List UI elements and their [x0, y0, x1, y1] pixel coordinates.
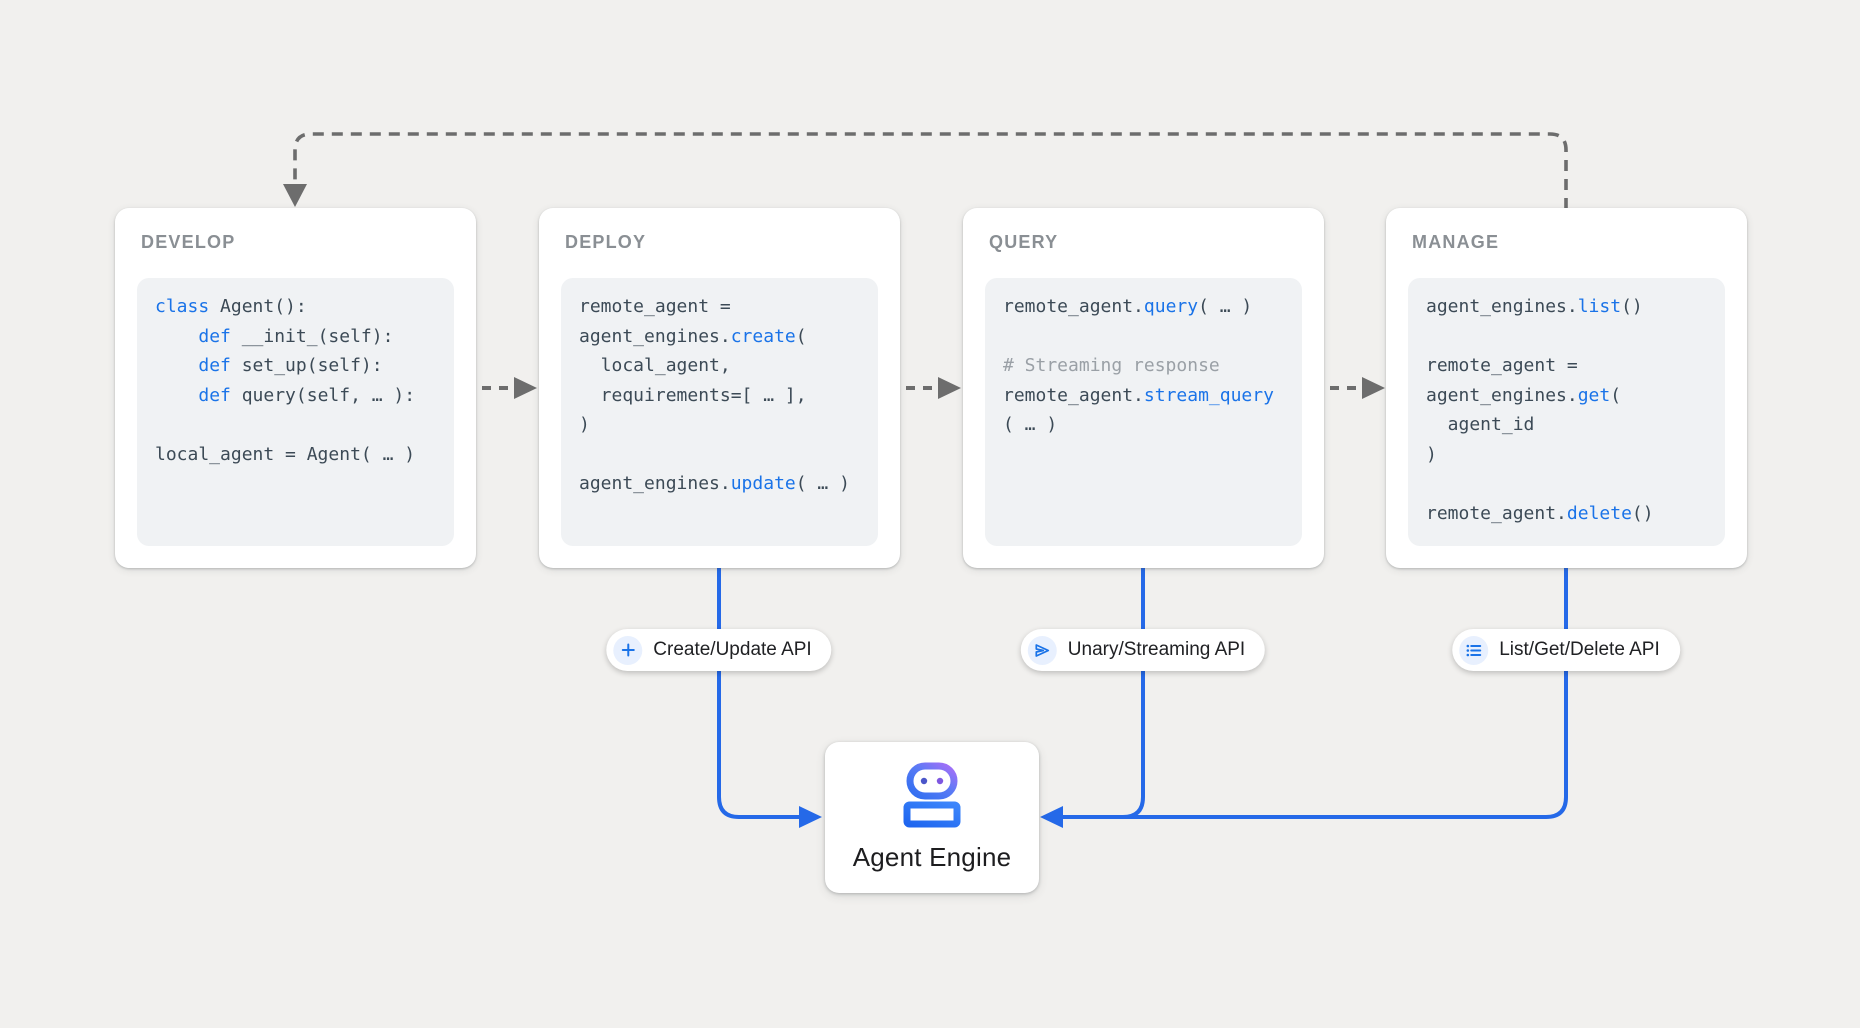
list-icon — [1459, 635, 1489, 665]
flow-arrow-deploy-query — [906, 377, 961, 399]
badge-create-update-api: Create/Update API — [606, 629, 832, 671]
code-line: agent_engines.get( — [1426, 384, 1622, 406]
engine-label: Agent Engine — [852, 842, 1012, 872]
code-line — [1426, 469, 1707, 499]
badge-label: Create/Update API — [653, 639, 812, 660]
code-line — [579, 440, 860, 470]
feedback-loop-arrowhead-icon — [283, 184, 307, 207]
manage-to-engine-connector — [1062, 568, 1568, 819]
panel-develop: DEVELOP class Agent(): def __init_(self)… — [115, 208, 476, 568]
code-line: def set_up(self): — [198, 355, 383, 376]
code-line — [1426, 322, 1707, 352]
code-line: agent_engines.list() — [1426, 296, 1643, 317]
query-to-engine-connector — [1040, 568, 1145, 828]
code-block-query: remote_agent.query( … ) # Streaming resp… — [985, 278, 1302, 546]
panel-title: QUERY — [989, 232, 1059, 252]
code-line: local_agent, — [579, 355, 731, 376]
code-line: agent_id — [1426, 414, 1535, 435]
code-line: local_agent = Agent( … ) — [155, 443, 416, 465]
code-block-deploy: remote_agent = agent_engines.create( loca… — [561, 278, 878, 546]
code-line: remote_agent.query( … ) — [1003, 296, 1253, 317]
code-line: ) — [579, 414, 590, 435]
flow-arrow-develop-deploy — [482, 377, 537, 399]
feedback-loop-dashed-line — [293, 132, 1568, 209]
code-line: remote_agent.delete() — [1426, 502, 1654, 524]
code-line: agent_engines.update( … ) — [579, 473, 850, 494]
right-arrowhead-icon — [799, 806, 822, 828]
agent-engine-card: Agent Engine — [825, 742, 1039, 893]
code-block-develop: class Agent(): def __init_(self): def se… — [137, 278, 454, 546]
badge-list-get-delete-api: List/Get/Delete API — [1452, 629, 1680, 671]
code-line: requirements=[ … ], — [579, 384, 807, 406]
panel-manage: MANAGE agent_engines.list() remote_agent… — [1386, 208, 1747, 568]
panel-query: QUERY remote_agent.query( … ) # Streamin… — [963, 208, 1324, 568]
panel-title: DEVELOP — [141, 232, 236, 252]
code-line — [1003, 322, 1284, 352]
badge-label: List/Get/Delete API — [1499, 639, 1660, 660]
flow-arrow-query-manage — [1330, 377, 1385, 399]
code-line: remote_agent = — [579, 296, 731, 317]
left-arrowhead-icon — [1040, 806, 1063, 828]
code-line: remote_agent = — [1426, 355, 1578, 376]
code-line: ) — [1426, 443, 1437, 465]
code-line: class Agent(): — [155, 296, 307, 317]
panel-title: DEPLOY — [565, 232, 647, 252]
code-line: agent_engines.create( — [579, 325, 807, 347]
code-line — [155, 410, 436, 440]
code-line: # Streaming response — [1003, 355, 1220, 376]
code-line: def __init_(self): — [198, 325, 394, 347]
robot-icon — [903, 762, 961, 828]
send-icon — [1027, 635, 1057, 665]
panel-title: MANAGE — [1412, 232, 1500, 252]
code-line: def query(self, … ): — [198, 384, 416, 406]
plus-icon — [613, 635, 643, 665]
code-block-manage: agent_engines.list() remote_agent = agent… — [1408, 278, 1725, 546]
badge-unary-streaming-api: Unary/Streaming API — [1020, 629, 1266, 671]
badge-label: Unary/Streaming API — [1067, 639, 1246, 660]
code-line: ( … ) — [1003, 414, 1058, 435]
code-line: remote_agent.stream_query — [1003, 384, 1274, 406]
deploy-to-engine-connector — [717, 568, 822, 828]
panel-deploy: DEPLOY remote_agent = agent_engines.creat… — [539, 208, 900, 568]
